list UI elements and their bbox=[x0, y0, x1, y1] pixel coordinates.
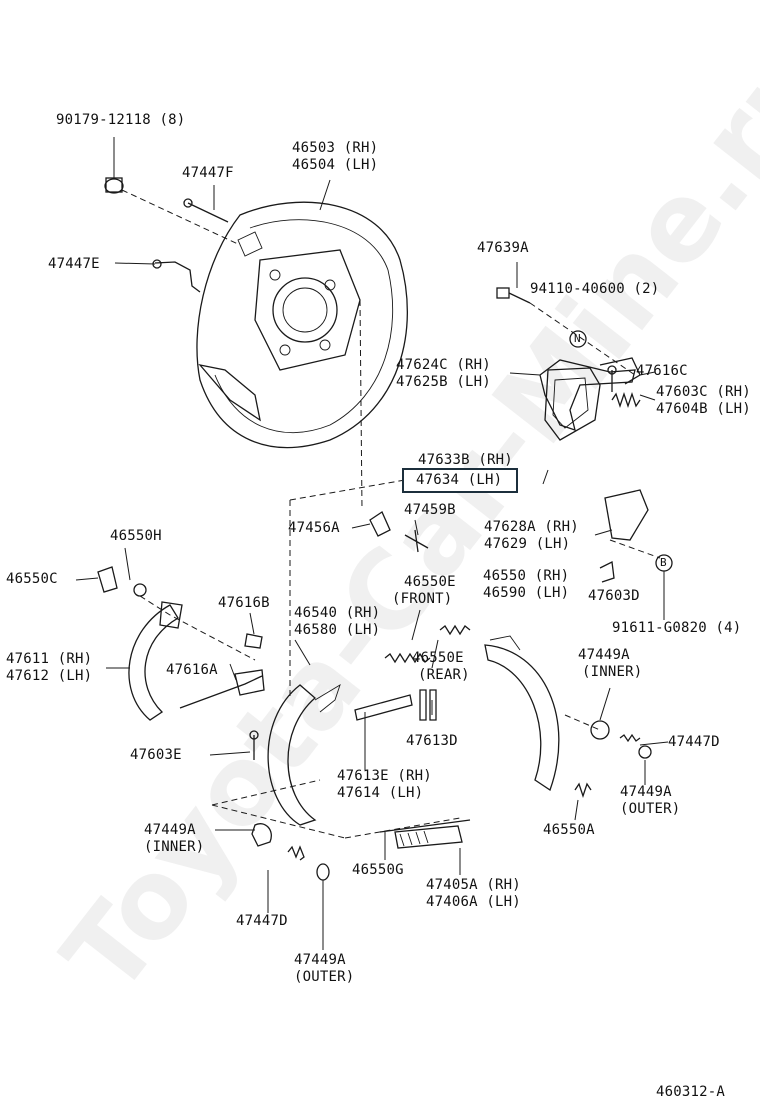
callout-47459b: 47459B bbox=[404, 502, 456, 518]
callout-47603d-top: 47603D bbox=[588, 588, 640, 604]
callout-47613e: 47613E (RH) 47614 (LH) bbox=[337, 768, 432, 801]
bolt-47447f-drawing bbox=[183, 198, 229, 223]
callout-46550c: 46550C bbox=[6, 571, 58, 587]
callout-47449a-outer-left: 47449A (OUTER) bbox=[294, 952, 355, 985]
marker-n: N bbox=[574, 332, 581, 345]
callout-90179-12118: 90179-12118 (8) bbox=[56, 112, 186, 128]
callout-47447f: 47447F bbox=[182, 165, 234, 181]
callout-47405a: 47405A (RH) 47406A (LH) bbox=[426, 877, 521, 910]
nut-90179-drawing bbox=[104, 177, 124, 194]
backing-plate-drawing bbox=[196, 201, 408, 448]
callout-47449a-inner-left: 47449A (INNER) bbox=[144, 822, 205, 855]
callout-47624c: 47624C (RH) 47625B (LH) bbox=[396, 357, 491, 390]
marker-b: B bbox=[660, 556, 667, 569]
bolt-47639a-drawing bbox=[496, 287, 531, 304]
callout-47456a: 47456A bbox=[288, 520, 340, 536]
callout-46550: 46550 (RH) 46590 (LH) bbox=[483, 568, 570, 601]
callout-47616a: 47616A bbox=[166, 662, 218, 678]
callout-91611-g0820: 91611-G0820 (4) bbox=[612, 620, 742, 636]
marker-n-circle bbox=[569, 330, 587, 348]
callout-47616b: 47616B bbox=[218, 595, 270, 611]
callout-47633b: 47633B (RH) bbox=[418, 452, 513, 468]
highlighted-part-47634[interactable]: 47634 (LH) bbox=[402, 468, 519, 493]
callout-47447d-right: 47447D bbox=[668, 734, 720, 750]
callout-47603c: 47603C (RH) 47604B (LH) bbox=[656, 384, 751, 417]
callout-47628a: 47628A (RH) 47629 (LH) bbox=[484, 519, 579, 552]
callout-94110-40600: 94110-40600 (2) bbox=[530, 281, 660, 297]
callout-47447e: 47447E bbox=[48, 256, 100, 272]
callout-47616c: 47616C bbox=[636, 363, 688, 379]
callout-46550h: 46550H bbox=[110, 528, 162, 544]
callout-47603e: 47603E bbox=[130, 747, 182, 763]
callout-46550e-front: 46550E (FRONT) bbox=[392, 574, 456, 607]
callout-47639a: 47639A bbox=[477, 240, 529, 256]
callout-47613d: 47613D bbox=[406, 733, 458, 749]
callout-46540: 46540 (RH) 46580 (LH) bbox=[294, 605, 381, 638]
callout-47449a-inner-right: 47449A (INNER) bbox=[578, 647, 643, 680]
callout-47447d-left: 47447D bbox=[236, 913, 288, 929]
callout-46550a: 46550A bbox=[543, 822, 595, 838]
footer-diagram-code: 460312-A bbox=[656, 1084, 726, 1100]
callout-46550g: 46550G bbox=[352, 862, 404, 878]
callout-46503: 46503 (RH) 46504 (LH) bbox=[292, 140, 379, 173]
callout-47449a-outer-right: 47449A (OUTER) bbox=[620, 784, 681, 817]
callout-46550e-rear: 46550E (REAR) bbox=[412, 650, 470, 683]
callout-47611: 47611 (RH) 47612 (LH) bbox=[6, 651, 93, 684]
